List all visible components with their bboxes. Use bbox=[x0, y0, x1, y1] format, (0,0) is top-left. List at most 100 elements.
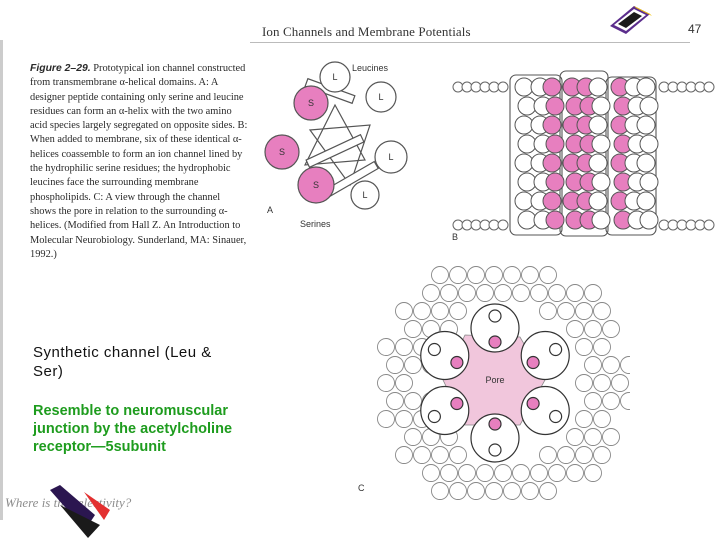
lipid-head bbox=[703, 81, 715, 93]
lipid-molecule bbox=[584, 392, 602, 410]
serine-residue bbox=[488, 417, 502, 431]
lipid-molecule bbox=[377, 410, 395, 428]
serine-residue bbox=[545, 172, 565, 192]
lipid-molecule bbox=[584, 428, 602, 446]
lipid-molecule bbox=[458, 464, 476, 482]
lipid-molecule bbox=[449, 446, 467, 464]
leucine-residue bbox=[514, 153, 534, 173]
leucine-residue bbox=[514, 77, 534, 97]
lipid-molecule bbox=[539, 266, 557, 284]
leucine-residue bbox=[488, 309, 502, 323]
lipid-molecule bbox=[602, 392, 620, 410]
lipid-molecule bbox=[575, 302, 593, 320]
residue-label: S bbox=[313, 180, 319, 190]
panel-b-membrane-channel bbox=[452, 70, 715, 237]
leucine-residue bbox=[591, 210, 611, 230]
lipid-molecule bbox=[575, 374, 593, 392]
lipid-molecule bbox=[449, 266, 467, 284]
serine-residue bbox=[545, 96, 565, 116]
leucine-residue bbox=[549, 409, 563, 424]
panel-a-helix-wheel: L L L L S S S bbox=[264, 61, 408, 210]
leucine-residue bbox=[588, 115, 608, 135]
panel-b-label: B bbox=[452, 232, 459, 242]
residue-label: L bbox=[332, 72, 337, 82]
lipid-molecule bbox=[521, 266, 539, 284]
leucines-label: Leucines bbox=[352, 63, 389, 73]
leucine-residue bbox=[517, 96, 537, 116]
leucine-residue bbox=[636, 115, 656, 135]
leucine-residue bbox=[427, 342, 441, 357]
leucine-residue bbox=[639, 134, 659, 154]
leucine-residue bbox=[588, 153, 608, 173]
lipid-molecule bbox=[431, 302, 449, 320]
lipid-molecule bbox=[413, 302, 431, 320]
helix-cross-section bbox=[420, 385, 470, 436]
lipid-molecule bbox=[512, 284, 530, 302]
lipid-molecule bbox=[485, 266, 503, 284]
lipid-molecule bbox=[431, 446, 449, 464]
serine-residue bbox=[526, 396, 540, 411]
lipid-molecule bbox=[575, 446, 593, 464]
lipid-molecule bbox=[539, 482, 557, 500]
lipid-molecule bbox=[476, 464, 494, 482]
panel-c-pore-top-view: Pore bbox=[377, 266, 630, 500]
lipid-molecule bbox=[593, 338, 611, 356]
leucine-residue bbox=[517, 134, 537, 154]
lipid-molecule bbox=[593, 374, 611, 392]
lipid-molecule bbox=[584, 284, 602, 302]
lipid-molecule bbox=[404, 320, 422, 338]
lipid-molecule bbox=[431, 482, 449, 500]
helix-cross-section bbox=[420, 330, 470, 381]
leucine-residue bbox=[591, 172, 611, 192]
lipid-molecule bbox=[584, 356, 602, 374]
lipid-molecule bbox=[386, 356, 404, 374]
lipid-molecule bbox=[611, 374, 629, 392]
helix-cross-section bbox=[520, 330, 570, 381]
leucine-residue bbox=[427, 409, 441, 424]
book-logo-icon bbox=[610, 6, 652, 34]
leucine-residue bbox=[636, 153, 656, 173]
leucine-residue bbox=[549, 342, 563, 357]
lipid-molecule bbox=[440, 284, 458, 302]
lipid-molecule bbox=[494, 284, 512, 302]
lipid-molecule bbox=[422, 464, 440, 482]
lipid-molecule bbox=[485, 482, 503, 500]
helix-cross-section bbox=[520, 385, 570, 436]
pore-label: Pore bbox=[485, 375, 504, 385]
serine-residue bbox=[545, 210, 565, 230]
lipid-molecule bbox=[395, 446, 413, 464]
lipid-molecule bbox=[620, 356, 630, 374]
slide-notes: Synthetic channel (Leu & Ser) Resemble t… bbox=[33, 343, 233, 456]
serine-residue bbox=[542, 191, 562, 211]
residue-label: S bbox=[279, 147, 285, 157]
leucine-residue bbox=[517, 210, 537, 230]
lipid-molecule bbox=[539, 302, 557, 320]
header-rule bbox=[250, 42, 690, 43]
helix-cross-section bbox=[470, 413, 520, 463]
leucine-residue bbox=[636, 77, 656, 97]
lipid-molecule bbox=[566, 428, 584, 446]
leucine-residue bbox=[588, 191, 608, 211]
lipid-molecule bbox=[449, 482, 467, 500]
residue-label: L bbox=[378, 92, 383, 102]
leucine-residue bbox=[514, 115, 534, 135]
leucine-residue bbox=[639, 172, 659, 192]
lipid-molecule bbox=[404, 428, 422, 446]
lipid-molecule bbox=[512, 464, 530, 482]
lipid-molecule bbox=[566, 320, 584, 338]
lipid-molecule bbox=[575, 338, 593, 356]
lipid-molecule bbox=[440, 464, 458, 482]
lipid-molecule bbox=[602, 320, 620, 338]
lipid-molecule bbox=[566, 464, 584, 482]
lipid-molecule bbox=[620, 392, 630, 410]
leucine-residue bbox=[639, 96, 659, 116]
residue-label: L bbox=[362, 190, 367, 200]
lipid-molecule bbox=[476, 284, 494, 302]
lipid-molecule bbox=[422, 284, 440, 302]
lipid-molecule bbox=[602, 356, 620, 374]
serine-residue bbox=[450, 396, 464, 411]
running-header: Ion Channels and Membrane Potentials bbox=[262, 24, 471, 39]
lipid-molecule bbox=[557, 302, 575, 320]
panel-c-label: C bbox=[358, 483, 365, 493]
note-resemblance: Resemble to neuromuscular junction by th… bbox=[33, 403, 233, 455]
